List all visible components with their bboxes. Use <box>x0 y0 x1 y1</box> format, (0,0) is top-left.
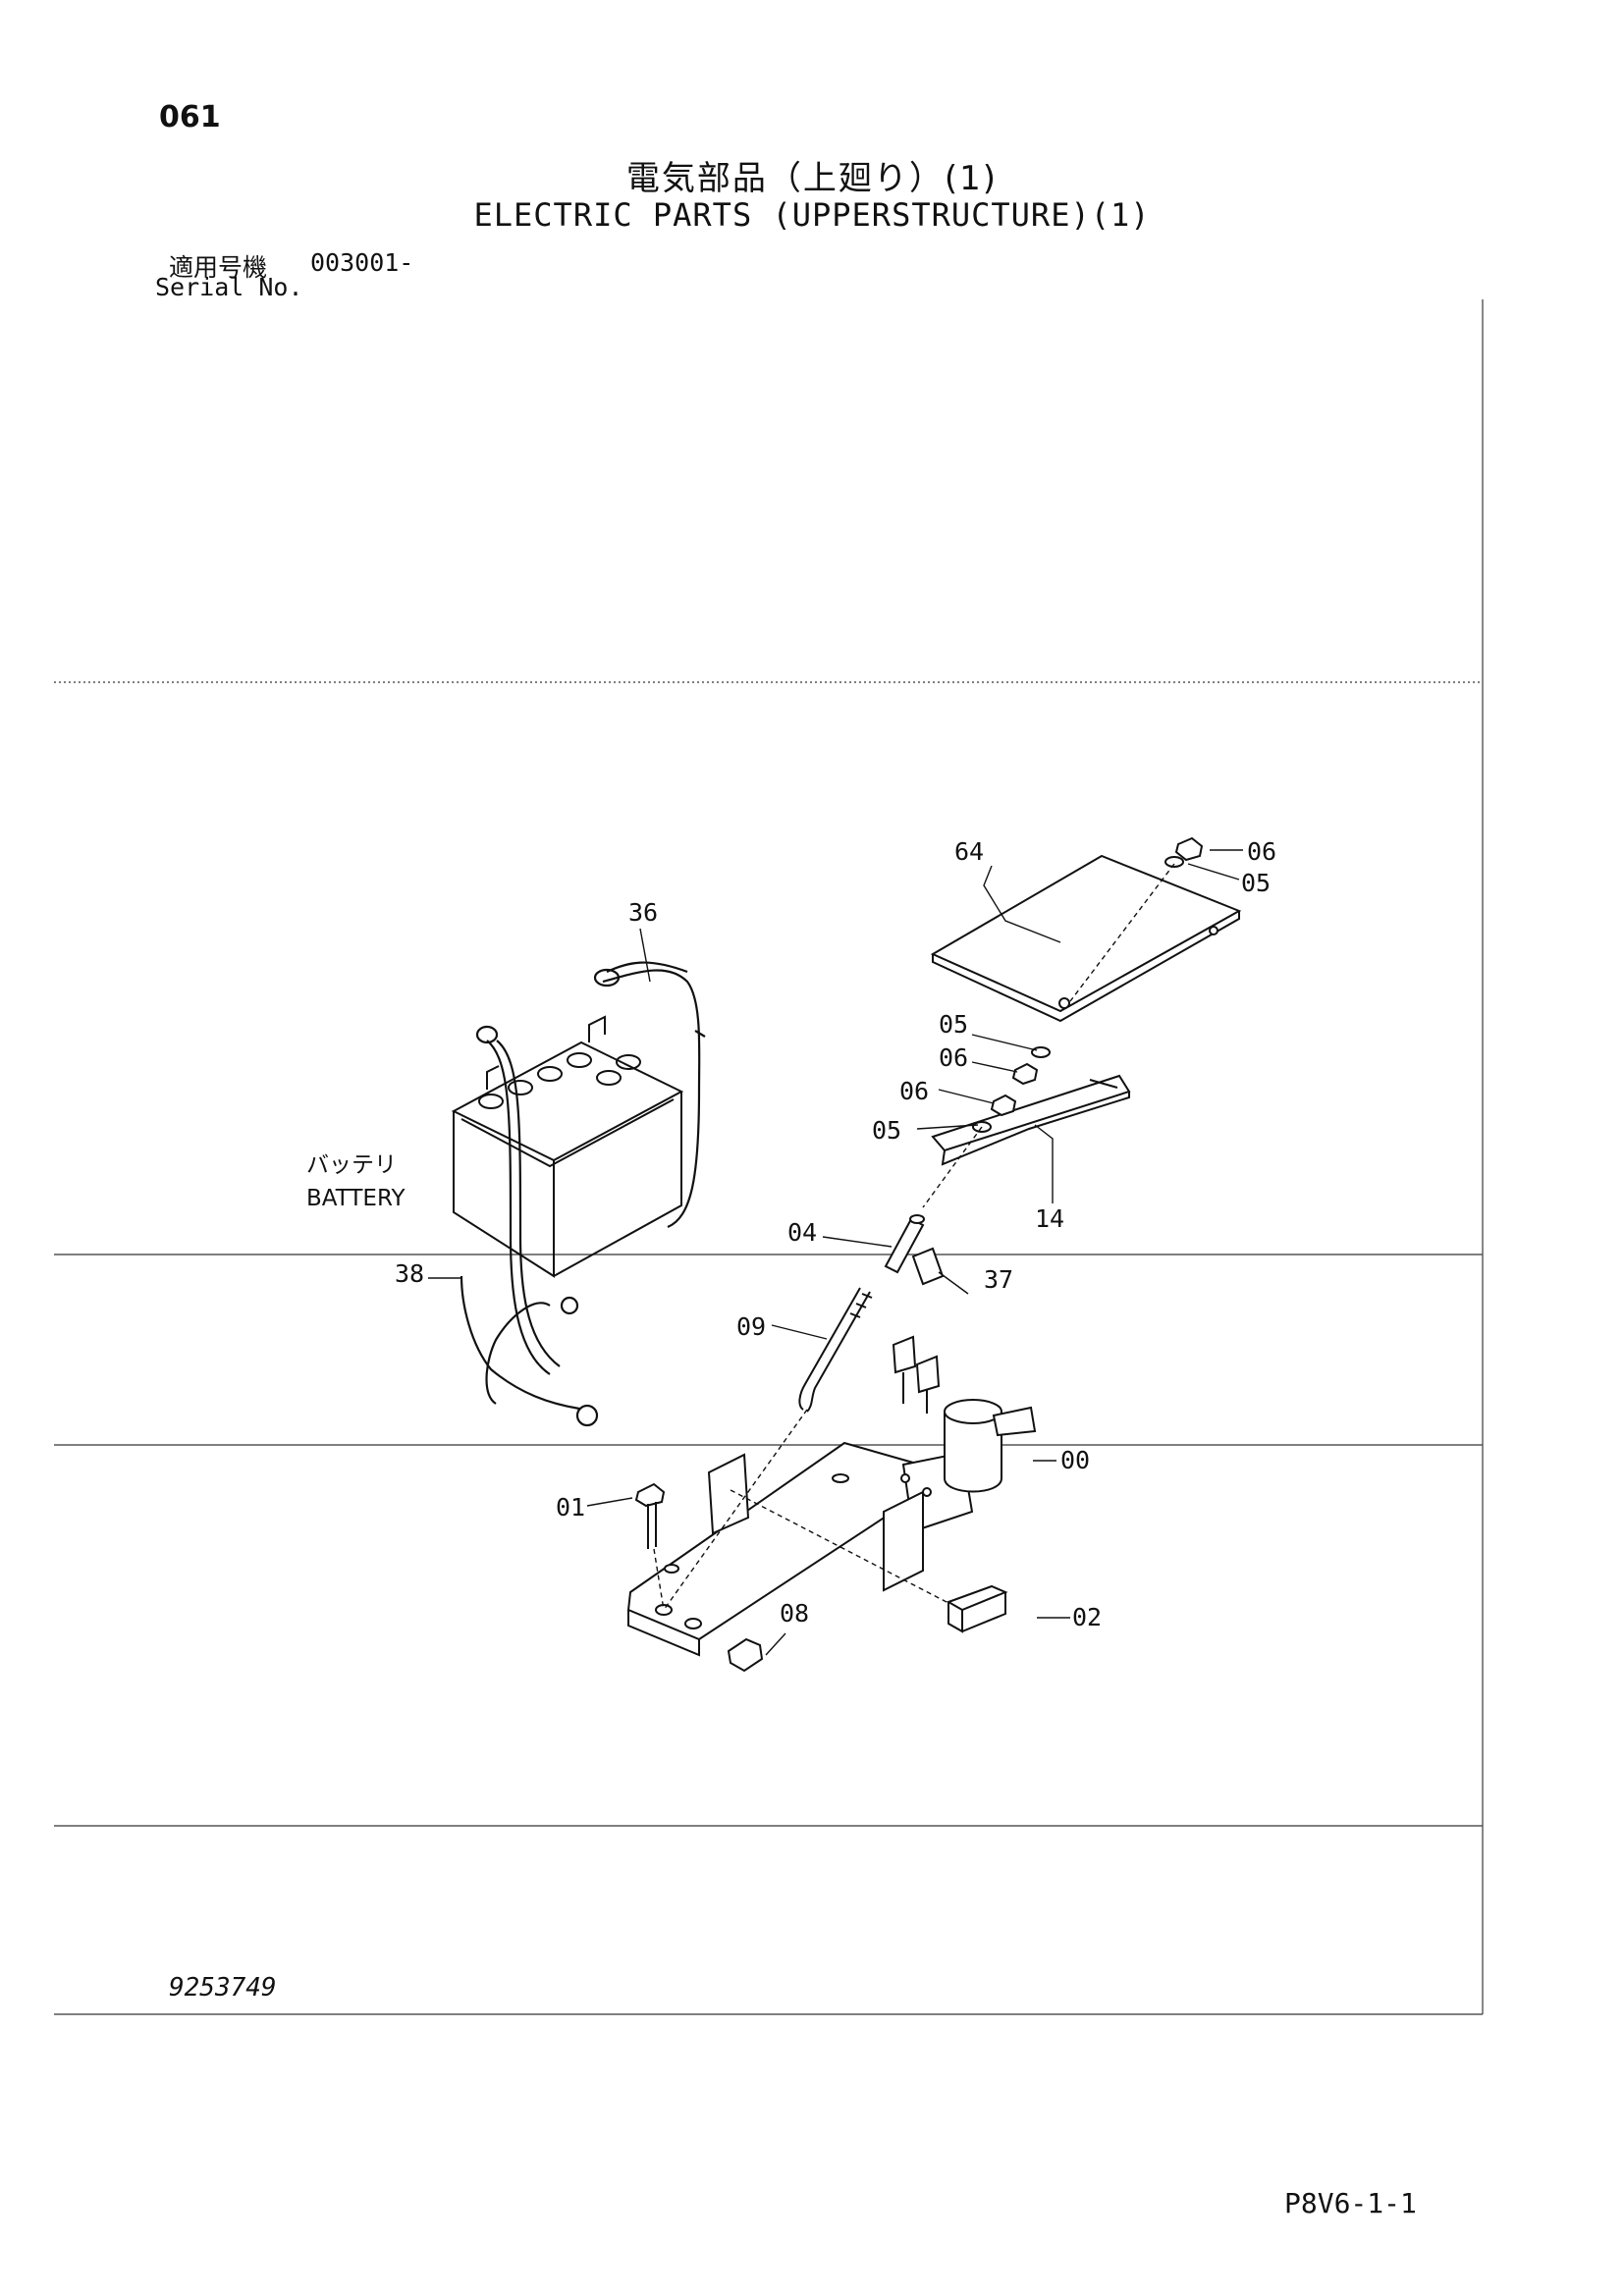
serial-label-japanese: 適用号機 <box>169 253 268 282</box>
callout-02: 02 <box>1072 1603 1102 1631</box>
callout-14: 14 <box>1035 1204 1064 1233</box>
rod-and-link <box>798 1214 925 1413</box>
page-title-english: ELECTRIC PARTS (UPPERSTRUCTURE)(1) <box>473 196 1151 234</box>
battery-label-english: BATTERY <box>306 1186 406 1211</box>
cover-plate <box>930 854 1242 1023</box>
callout-06-low: 06 <box>899 1077 929 1105</box>
leader-lines <box>428 849 1243 1656</box>
callout-38: 38 <box>395 1259 424 1288</box>
frame-lines <box>54 299 1484 2015</box>
callout-06-top: 06 <box>1247 837 1276 866</box>
small-parts <box>634 1482 1008 1673</box>
callout-06-mid: 06 <box>939 1043 968 1072</box>
serial-label-english: Serial No. <box>155 273 303 301</box>
page-title-japanese: 電気部品（上廻り）(1) <box>625 159 999 198</box>
nuts-and-washers <box>972 836 1204 1133</box>
page-number: 061 <box>159 100 221 134</box>
page-code: P8V6-1-1 <box>1284 2187 1417 2219</box>
callout-64: 64 <box>954 837 984 866</box>
callout-37: 37 <box>984 1265 1013 1294</box>
bracket <box>931 1074 1131 1166</box>
callout-05-low: 05 <box>872 1116 901 1145</box>
callout-36: 36 <box>628 898 658 927</box>
figure-number: 9253749 <box>169 1973 277 2002</box>
callout-09: 09 <box>736 1312 766 1341</box>
relay-assembly <box>892 1247 1037 1493</box>
battery-label-japanese: バッテリ <box>306 1152 397 1178</box>
battery-cables <box>460 961 706 1427</box>
serial-number-value: 003001- <box>310 248 414 277</box>
callout-08: 08 <box>780 1599 809 1628</box>
callout-01: 01 <box>556 1493 585 1522</box>
battery-drawing <box>451 1015 684 1278</box>
callout-04: 04 <box>787 1218 817 1247</box>
callout-05-top: 05 <box>1241 869 1271 897</box>
callout-05-mid: 05 <box>939 1010 968 1039</box>
callout-00: 00 <box>1060 1446 1090 1474</box>
